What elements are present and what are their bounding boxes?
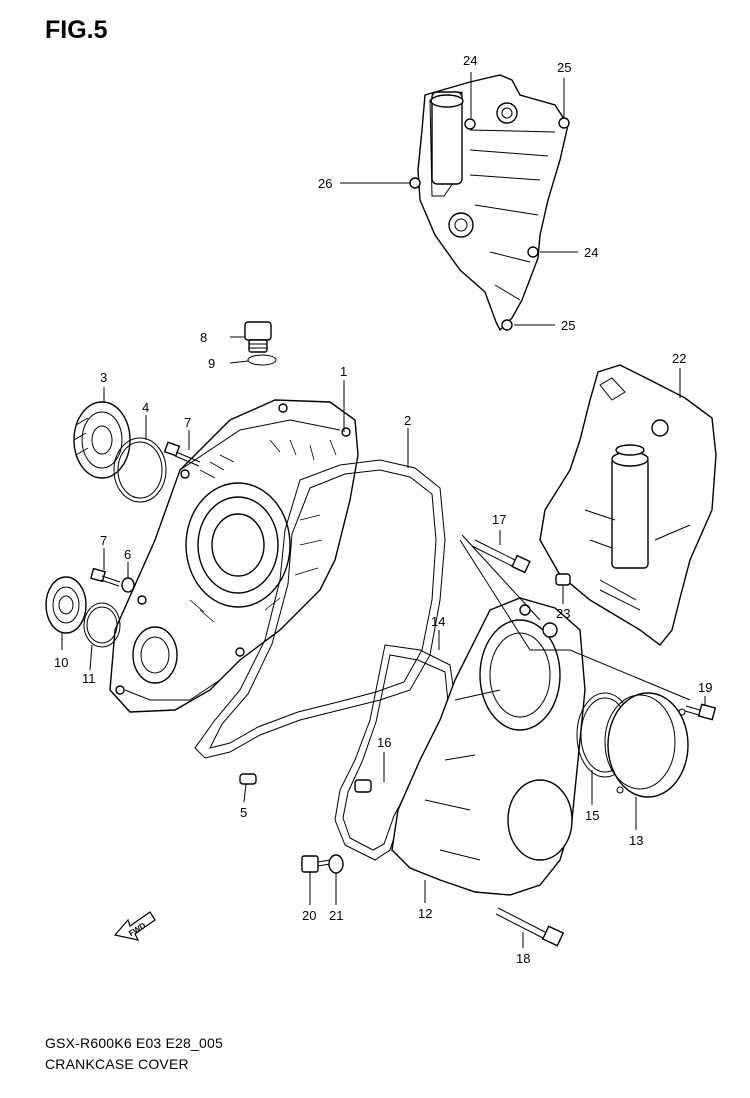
callout-4: 4 <box>142 400 149 415</box>
clutch-cover-part <box>391 597 586 896</box>
callout-25-top: 25 <box>557 60 571 75</box>
gasket-part-14 <box>334 644 456 861</box>
washer-part-6 <box>121 577 135 593</box>
callout-14: 14 <box>431 614 445 629</box>
callout-24-top: 24 <box>463 53 477 68</box>
bolt-part-17 <box>471 539 531 574</box>
callout-20: 20 <box>302 908 316 923</box>
generator-cover-part <box>539 364 717 646</box>
callout-9: 9 <box>208 356 215 371</box>
callout-22: 22 <box>672 351 686 366</box>
callout-16: 16 <box>377 735 391 750</box>
callout-6: 6 <box>124 547 131 562</box>
cover-plate-part-13 <box>604 692 689 798</box>
diagram-caption: CRANKCASE COVER <box>45 1056 189 1072</box>
o-ring-part-4 <box>113 437 167 503</box>
callout-12-lower: 12 <box>418 906 432 921</box>
dowel-part-16 <box>354 779 372 793</box>
dowel-part-5 <box>239 773 257 785</box>
crankcase-cover-part <box>109 399 359 713</box>
callout-25-bottom: 25 <box>561 318 575 333</box>
o-ring-part-11 <box>83 602 121 648</box>
bolt-part-7-upper <box>163 441 201 467</box>
callout-13: 13 <box>629 833 643 848</box>
sprocket-cover-part <box>409 74 570 332</box>
callout-5: 5 <box>240 805 247 820</box>
callout-21: 21 <box>329 908 343 923</box>
gasket-part-2 <box>194 459 446 759</box>
bolt-part-19 <box>684 703 717 721</box>
washer-part-21 <box>328 854 344 874</box>
callout-19: 19 <box>698 680 712 695</box>
callout-24-right: 24 <box>584 245 598 260</box>
callout-11: 11 <box>82 671 96 686</box>
bolt-part-18 <box>495 907 565 947</box>
callout-2: 2 <box>404 413 411 428</box>
bolt-part-20 <box>301 855 331 873</box>
callout-15: 15 <box>585 808 599 823</box>
model-code: GSX-R600K6 E03 E28_005 <box>45 1035 223 1051</box>
oil-filler-cap-part <box>244 321 272 353</box>
dowel-part-23 <box>555 573 571 586</box>
figure-title: FIG.5 <box>45 16 108 44</box>
plug-part-3 <box>73 401 131 479</box>
callout-23: 23 <box>556 606 570 621</box>
leader-lines <box>61 72 706 948</box>
fwd-arrow-icon: FWD <box>113 911 156 941</box>
callout-17: 17 <box>492 512 506 527</box>
callout-7-lower: 7 <box>100 533 107 548</box>
callout-7-upper: 7 <box>184 415 191 430</box>
callout-8: 8 <box>200 330 207 345</box>
callout-numbers: 24 25 26 24 25 8 9 1 2 22 3 4 7 7 6 10 1… <box>54 53 712 966</box>
plug-part-10 <box>45 576 87 634</box>
callout-10: 10 <box>54 655 68 670</box>
o-ring-part-9 <box>247 354 277 366</box>
callout-18: 18 <box>516 951 530 966</box>
callout-3: 3 <box>100 370 107 385</box>
callout-1: 1 <box>340 364 347 379</box>
bolt-part-7-lower <box>90 567 121 587</box>
callout-26: 26 <box>318 176 332 191</box>
